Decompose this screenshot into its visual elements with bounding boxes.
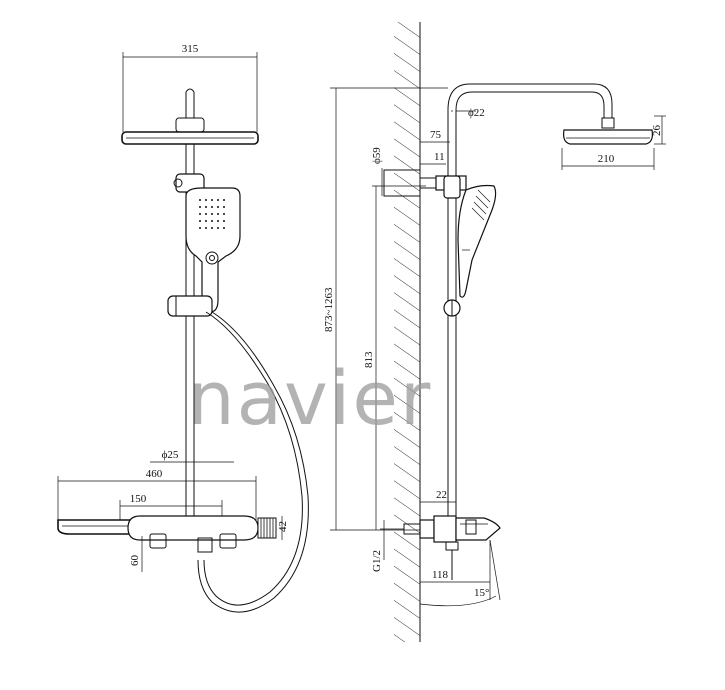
dimension-head-width: 210	[561, 148, 655, 170]
dimension-spout-height: 60	[129, 536, 143, 572]
svg-text:15°: 15°	[474, 587, 489, 599]
rain-shower-head-front	[121, 88, 259, 145]
valve-spout-side	[403, 515, 501, 580]
diverter-side	[443, 175, 461, 199]
svg-text:873~1263: 873~1263	[323, 287, 335, 332]
dimension-tray-height: 42	[277, 516, 289, 540]
dimension-tray-width: 460	[57, 468, 257, 520]
rain-shower-head-side	[563, 117, 653, 145]
svg-text:813: 813	[363, 351, 375, 368]
wall-section	[394, 22, 421, 642]
side-view: 873~1263 813 ϕ59 11 75	[323, 22, 666, 642]
riser-arm-side	[447, 83, 613, 520]
dimension-head-thickness: 26	[651, 115, 666, 145]
svg-text:150: 150	[130, 493, 147, 505]
tray-valve-front	[57, 515, 277, 553]
svg-text:ϕ22: ϕ22	[468, 107, 485, 119]
dimension-spout-projection: 118	[420, 540, 491, 600]
hose-front	[197, 311, 309, 613]
svg-text:22: 22	[436, 489, 447, 501]
svg-text:ϕ59: ϕ59	[371, 147, 383, 164]
dimension-arm-diameter: ϕ22	[456, 107, 485, 119]
dimension-bracket-offset: 11	[420, 151, 446, 165]
dimension-spout-offset: 150	[119, 493, 223, 520]
svg-text:75: 75	[430, 129, 442, 141]
svg-text:11: 11	[434, 151, 445, 163]
dimension-height-range: 873~1263	[323, 87, 448, 531]
slider-holder-front	[167, 295, 213, 317]
svg-text:118: 118	[432, 569, 449, 581]
dimension-valve-offset: 22	[420, 489, 457, 516]
svg-text:42: 42	[277, 521, 289, 532]
front-view: 315	[57, 43, 309, 613]
dimension-rain-head-width: 315	[122, 43, 258, 132]
dimension-inlet-thread: G1/2	[371, 520, 404, 572]
brand-watermark: navier	[188, 356, 433, 442]
hand-shower-side	[457, 184, 497, 298]
dimension-spout-angle: 15°	[419, 539, 501, 607]
slider-side	[443, 299, 461, 317]
dimension-pipe-diameter: ϕ25	[150, 449, 234, 463]
svg-text:60: 60	[129, 555, 141, 567]
svg-text:26: 26	[651, 125, 663, 137]
svg-text:315: 315	[182, 43, 199, 55]
svg-text:460: 460	[146, 468, 163, 480]
dimension-arm-projection: 75	[420, 129, 450, 143]
svg-text:G1/2: G1/2	[371, 550, 383, 572]
svg-text:ϕ25: ϕ25	[162, 449, 179, 461]
svg-text:210: 210	[598, 153, 615, 165]
dimension-height-fixed: 813	[363, 185, 426, 530]
